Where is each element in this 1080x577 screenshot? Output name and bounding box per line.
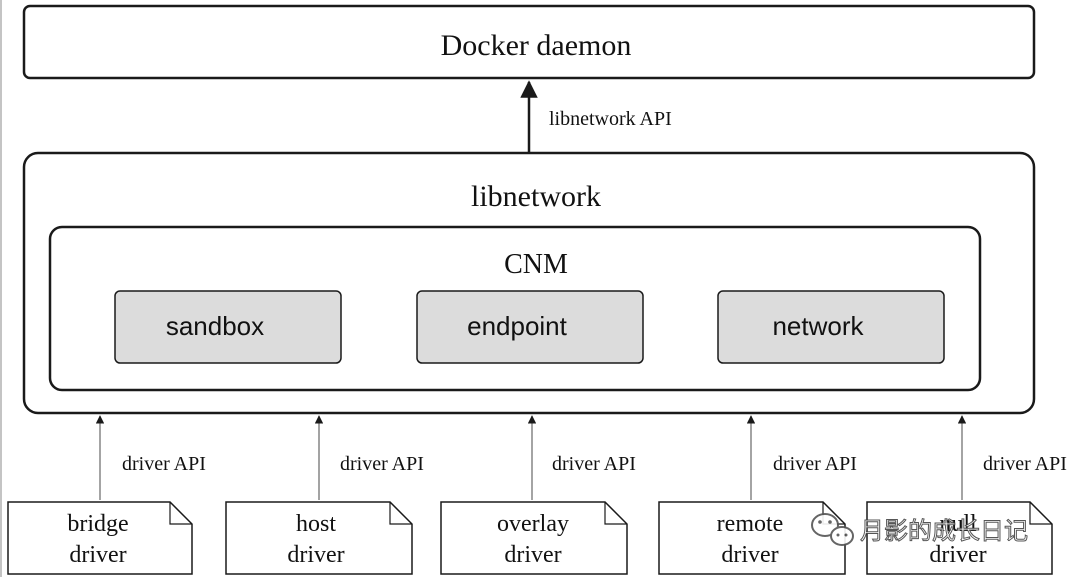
driver-type: driver bbox=[504, 542, 561, 568]
libnetwork-api-label: libnetwork API bbox=[549, 108, 672, 130]
driver-name: host bbox=[296, 511, 336, 537]
driver-name: remote bbox=[717, 511, 784, 537]
driver-api-connector-null: driver API bbox=[957, 415, 1067, 500]
driver-api-connector-overlay: driver API bbox=[527, 415, 636, 500]
driver-api-label: driver API bbox=[552, 453, 636, 475]
cnm-component-network: network bbox=[717, 290, 945, 364]
driver-box-overlay: overlay driver bbox=[440, 501, 628, 575]
cnm-component-endpoint: endpoint bbox=[416, 290, 644, 364]
watermark: 月影的成长日记 bbox=[811, 513, 1029, 546]
libnetwork-label: libnetwork bbox=[471, 180, 601, 213]
driver-name: null bbox=[939, 511, 977, 537]
driver-api-label: driver API bbox=[983, 453, 1067, 475]
watermark-text: 月影的成长日记 bbox=[860, 517, 1028, 545]
driver-api-connector-host: driver API bbox=[314, 415, 424, 500]
driver-name: bridge bbox=[67, 511, 128, 537]
driver-type: driver bbox=[721, 542, 778, 568]
sandbox-label: sandbox bbox=[166, 311, 264, 341]
wechat-icon bbox=[811, 513, 854, 546]
driver-api-label: driver API bbox=[340, 453, 424, 475]
network-label: network bbox=[772, 311, 864, 341]
cnm-component-sandbox: sandbox bbox=[114, 290, 342, 364]
driver-type: driver bbox=[929, 542, 986, 568]
driver-box-null: null driver bbox=[866, 501, 1053, 575]
driver-box-remote: remote driver bbox=[658, 501, 846, 575]
driver-name: overlay bbox=[497, 511, 569, 537]
docker-daemon-box: Docker daemon bbox=[22, 4, 1036, 80]
libnetwork-api-connector: libnetwork API bbox=[520, 80, 672, 153]
driver-api-label: driver API bbox=[773, 453, 857, 475]
driver-box-bridge: bridge driver bbox=[7, 501, 193, 575]
driver-api-connector-remote: driver API bbox=[746, 415, 857, 500]
endpoint-label: endpoint bbox=[467, 311, 568, 341]
cnm-label: CNM bbox=[504, 249, 568, 280]
driver-box-host: host driver bbox=[225, 501, 413, 575]
docker-daemon-label: Docker daemon bbox=[441, 29, 632, 62]
driver-type: driver bbox=[287, 542, 344, 568]
driver-api-label: driver API bbox=[122, 453, 206, 475]
driver-type: driver bbox=[69, 542, 126, 568]
driver-api-connector-bridge: driver API bbox=[95, 415, 206, 500]
